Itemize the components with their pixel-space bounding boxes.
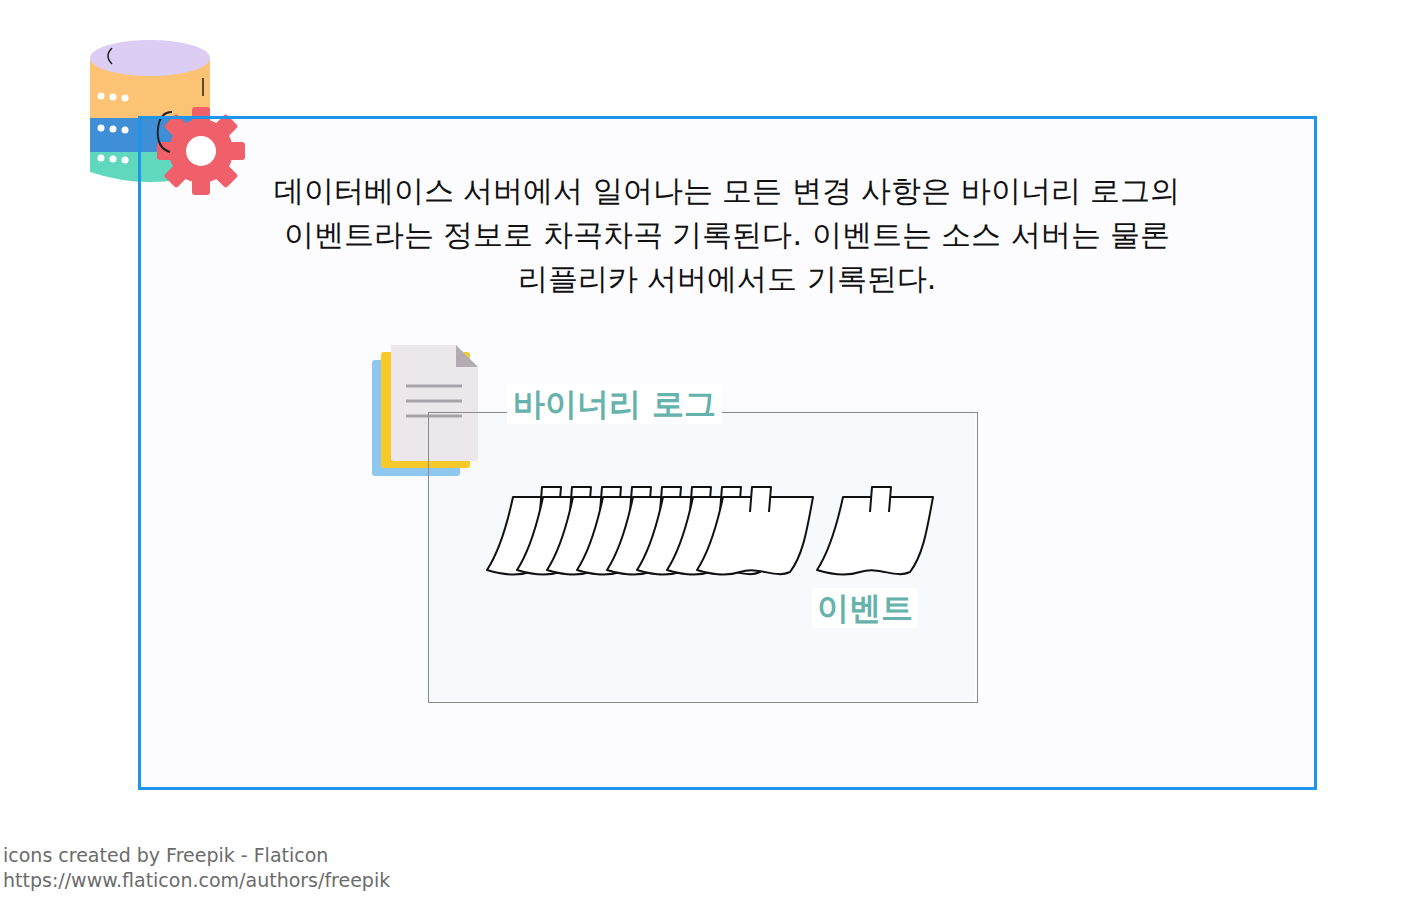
event-pages — [487, 487, 933, 575]
box-heading: 바이너리 로그 — [507, 384, 722, 424]
credit-note: icons created by Freepik - Flaticon — [3, 843, 328, 867]
event-tab — [750, 487, 771, 512]
panel-ground — [140, 118, 1315, 788]
log-ground — [426, 410, 975, 700]
description-text: 데이터베이스 서버에서 일어나는 모든 변경 사항은 바이너리 로그의 이벤트라… — [241, 169, 1213, 301]
event-tab — [870, 487, 891, 512]
server-panel: 데이터베이스 서버에서 일어나는 모든 변경 사항은 바이너리 로그의 이벤트라… — [138, 116, 1317, 790]
event-label: 이벤트 — [812, 588, 918, 628]
credit-url: https://www.flaticon.com/authors/freepik — [3, 868, 390, 892]
binlog-box: 바이너리 로그 — [428, 412, 978, 703]
document-icon — [372, 345, 478, 476]
